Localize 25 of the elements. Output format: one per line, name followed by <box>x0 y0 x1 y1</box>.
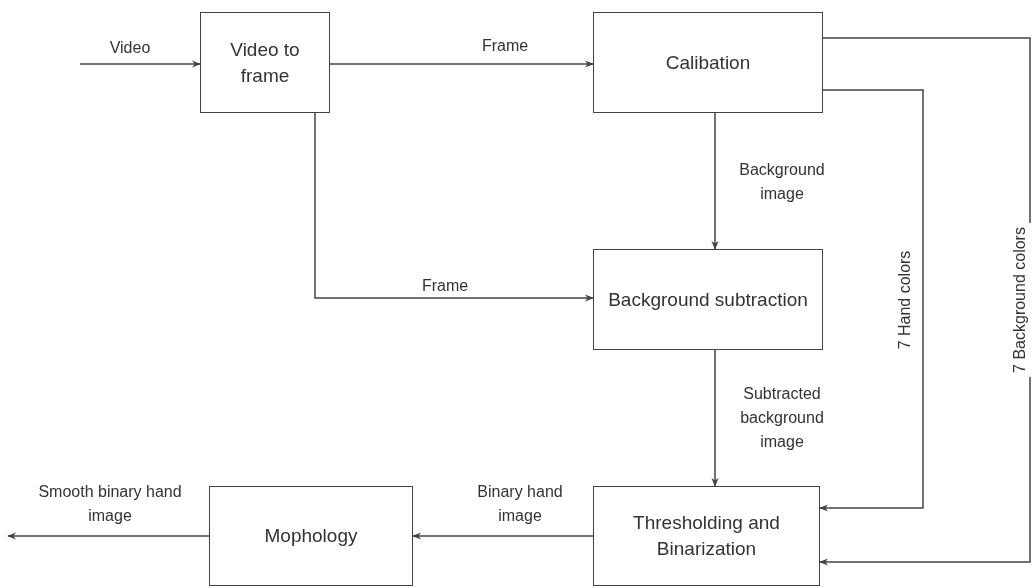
process-box <box>209 486 413 586</box>
edge-label: Frame <box>420 276 470 296</box>
edge-label: Smooth binary hand image <box>37 482 183 526</box>
process-box <box>593 12 823 113</box>
arrow <box>711 349 719 487</box>
arrow <box>412 532 594 540</box>
edge-label: Subtracted background image <box>739 384 825 452</box>
edge-label: Video <box>108 38 152 58</box>
arrow <box>819 89 924 512</box>
process-box <box>593 249 823 350</box>
arrow <box>7 532 210 540</box>
arrow <box>79 60 201 68</box>
node-label: Background subtraction <box>608 287 808 312</box>
arrow <box>329 60 594 68</box>
process-box <box>200 12 330 113</box>
node-label: Mophology <box>264 524 358 548</box>
node-label: Video to frame <box>229 37 301 88</box>
process-box <box>593 486 820 586</box>
edge-label: Frame <box>480 36 530 56</box>
node-label: Thresholding and Binarization <box>632 511 781 561</box>
arrow <box>314 112 594 302</box>
arrow <box>711 112 719 250</box>
edge-label: Background image <box>738 160 826 204</box>
edge-label: Binary hand image <box>476 482 564 526</box>
node-label: Calibation <box>665 50 751 75</box>
